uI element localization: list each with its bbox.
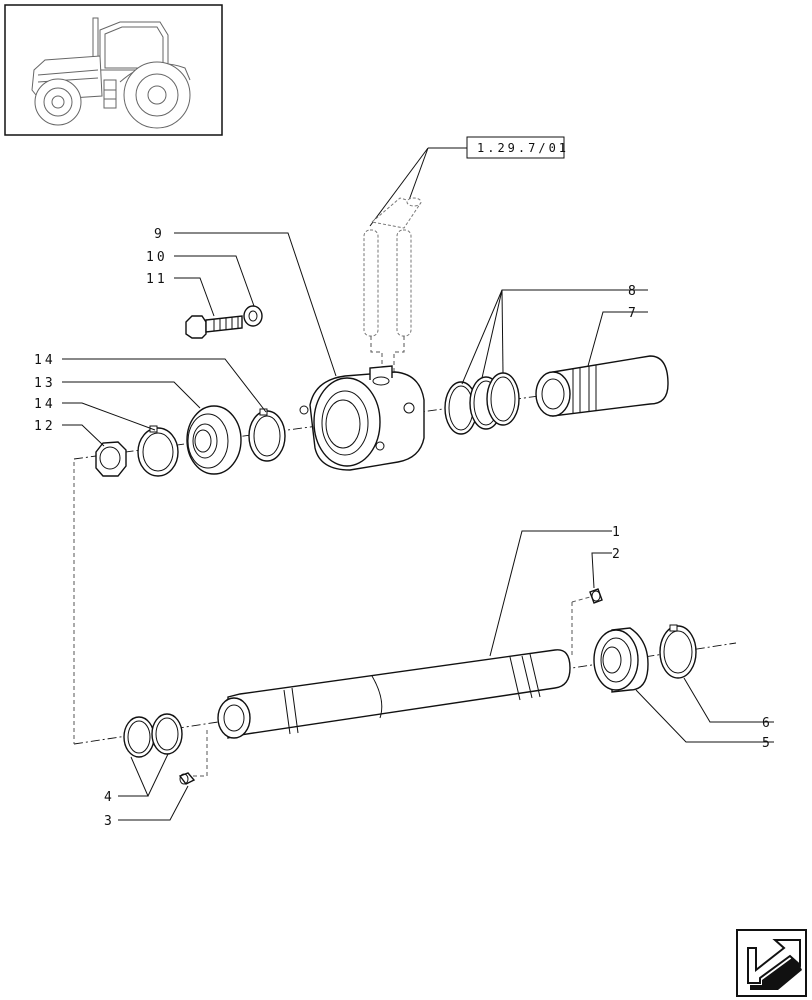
tractor-thumbnail-icon: [4, 4, 223, 136]
callout-2: 2: [612, 547, 623, 562]
part-10-washer[interactable]: [243, 305, 263, 327]
callout-14: 14: [34, 397, 56, 412]
callout-labels: 9 10 11 14 13 14 12 8 7 1 2 6 5 4 3: [34, 227, 773, 829]
part-4-o-rings[interactable]: [123, 713, 183, 758]
callout-9: 9: [154, 227, 165, 242]
callout-4: 4: [104, 790, 115, 805]
part-11-bolt[interactable]: [185, 315, 243, 339]
part-6-snap-ring[interactable]: [659, 624, 697, 679]
part-5-bearing[interactable]: [593, 627, 649, 693]
next-page-arrow-icon[interactable]: [736, 929, 807, 997]
reference-label: 1.29.7/01: [477, 141, 569, 155]
part-1-shaft[interactable]: [217, 649, 571, 739]
callout-14: 14: [34, 353, 56, 368]
callout-3: 3: [104, 814, 115, 829]
part-12-nut[interactable]: [95, 441, 127, 477]
callout-5: 5: [762, 736, 773, 751]
leader-lines: [62, 232, 774, 821]
callout-7: 7: [628, 306, 639, 321]
part-14-snap-ring-left[interactable]: [137, 425, 179, 477]
callout-1: 1: [612, 525, 623, 540]
connecting-pipes-ghost: [363, 197, 422, 372]
part-14-snap-ring-right[interactable]: [248, 408, 286, 462]
part-2-pin[interactable]: [589, 588, 603, 604]
callout-10: 10: [146, 250, 168, 265]
callout-6: 6: [762, 716, 773, 731]
callout-8: 8: [628, 284, 639, 299]
callout-11: 11: [146, 272, 168, 287]
part-9-housing[interactable]: [299, 365, 425, 471]
callout-12: 12: [34, 419, 56, 434]
reference-box[interactable]: 1.29.7/01: [369, 136, 569, 227]
part-7-sleeve[interactable]: [535, 355, 669, 417]
callout-13: 13: [34, 376, 56, 391]
part-3-pin[interactable]: [178, 772, 196, 785]
part-8-seal-rings[interactable]: [444, 372, 520, 435]
alignment-line-pin-3: [192, 730, 208, 777]
part-13-bearing[interactable]: [186, 405, 242, 475]
